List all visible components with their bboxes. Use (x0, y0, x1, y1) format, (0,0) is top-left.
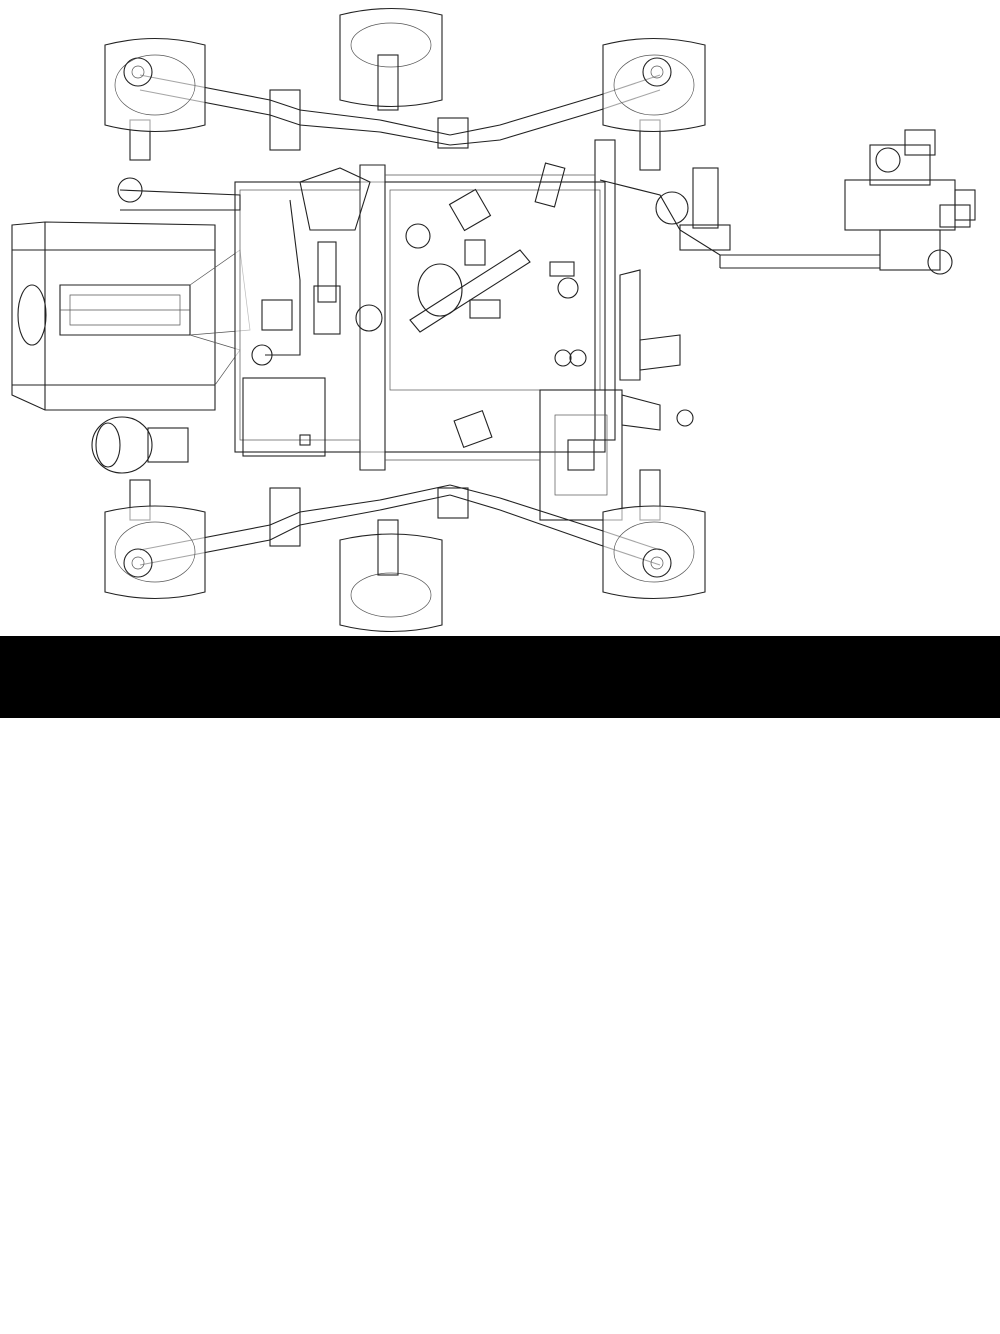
rover-wireframe-top-view-icon (11, 8, 976, 632)
illustration-canvas (0, 0, 1000, 636)
side-details (619, 269, 694, 431)
brand-logo: VectorStock (26, 1291, 231, 1333)
wheel-middle-top (339, 8, 443, 111)
wheel-rear-bottom (104, 505, 206, 599)
wheel-front-top (602, 38, 706, 132)
wheel-rear-top (104, 38, 206, 132)
rear-body (11, 221, 251, 411)
cylinder (91, 416, 189, 474)
stock-id: VectorStock.com/40152458 (675, 1302, 973, 1329)
wheel-middle-bottom (339, 519, 443, 632)
chassis (234, 139, 623, 521)
robotic-arm (599, 129, 976, 275)
footer-bar: VectorStock VectorStock.com/40152458 (0, 636, 1000, 1333)
wheel-front-bottom (602, 505, 706, 599)
